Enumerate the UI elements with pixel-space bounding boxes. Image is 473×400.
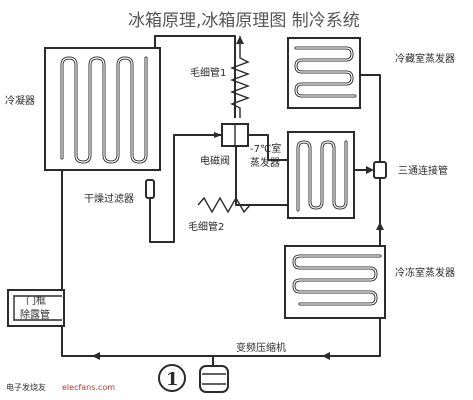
- freezer-evaporator: [284, 245, 386, 319]
- three-way-body: [373, 161, 387, 179]
- pipe-fridge-outlet: [355, 74, 381, 110]
- capillary-1-arrow: [236, 36, 244, 44]
- mid-room-evaporator: [287, 131, 355, 219]
- capillary-2-label: 毛细管2: [188, 220, 224, 233]
- figure-number: 1: [166, 369, 179, 390]
- compressor-label: 变频压缩机: [236, 341, 286, 354]
- diagram-title: 冰箱原理,冰箱原理图 制冷系统: [128, 11, 360, 31]
- watermark-site: elecfans.com: [62, 383, 115, 392]
- solenoid-valve: [214, 123, 249, 147]
- door-frame-label-1: 门框: [26, 294, 46, 307]
- freezer-evaporator-coil-highlight: [293, 255, 381, 305]
- condenser-coil-highlight: [61, 57, 147, 163]
- dry-filter-body: [145, 179, 155, 199]
- solenoid-valve-arrow: [214, 132, 222, 138]
- solenoid-valve-label: 电磁阀: [200, 154, 230, 167]
- pipe-bottom-loop: [61, 318, 381, 357]
- capillary-1-zigzag: [230, 36, 250, 118]
- capillary-1-label: 毛细管1: [190, 66, 226, 79]
- freezer-evaporator-label: 冷冻室蒸发器: [395, 266, 455, 279]
- fridge-evaporator-label: 冷藏室蒸发器: [395, 52, 455, 65]
- condenser-label: 冷凝器: [5, 94, 35, 107]
- watermark-cn: 电子发烧友: [6, 382, 46, 392]
- flow-arrow-right-up: [376, 222, 384, 230]
- dry-filter: [145, 179, 155, 199]
- figure-number-circle: [158, 364, 186, 392]
- flow-arrow-bottom-left: [92, 352, 100, 360]
- pipe-filter-to-valve: [149, 134, 222, 243]
- mid-room-label-2: 蒸发器: [250, 156, 280, 169]
- fridge-evaporator-coil-highlight: [295, 47, 356, 97]
- door-frame-label-2: 除露管: [20, 308, 50, 321]
- three-way-connector: [366, 161, 387, 179]
- pipe-condenser-to-valve: [154, 35, 236, 118]
- fridge-evaporator: [287, 37, 361, 109]
- dry-filter-label: 干燥过滤器: [84, 192, 134, 205]
- pipe-valve-to-mid: [248, 134, 288, 161]
- compressor: [199, 365, 229, 393]
- door-frame-pipe: [7, 289, 65, 327]
- condenser: [44, 47, 161, 171]
- flow-arrow-bottom-right: [322, 352, 330, 360]
- compressor-body: [199, 365, 229, 393]
- mid-evaporator-coil-highlight: [297, 141, 347, 211]
- door-frame-loop: [13, 295, 62, 321]
- mid-room-label-1: -7℃室: [250, 142, 281, 155]
- three-way-label: 三通连接管: [398, 164, 448, 177]
- freezer-evaporator-frame: [284, 245, 386, 319]
- capillary-2-zigzag: [197, 196, 288, 214]
- three-way-arrow: [366, 166, 374, 174]
